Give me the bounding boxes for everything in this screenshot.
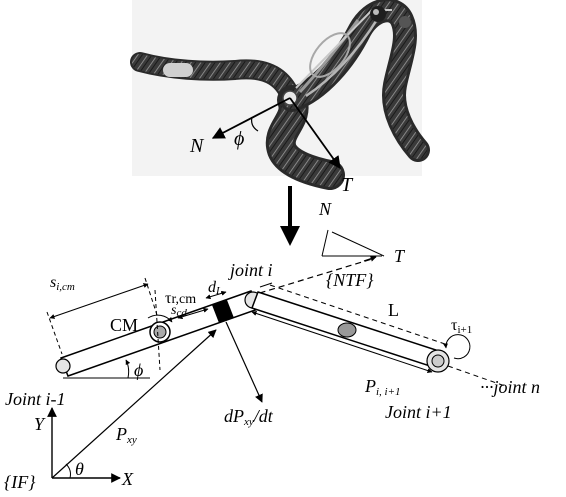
p-xy-vector	[51, 329, 217, 479]
phi-label: ϕ	[134, 360, 143, 380]
d-l-label: dL	[208, 279, 222, 297]
l-label: L	[388, 300, 399, 320]
photo-phi-label: ϕ	[234, 128, 244, 150]
joint-n-label: ···joint n	[480, 377, 540, 397]
tau-r-cm-label: τr,cm	[165, 290, 196, 307]
ntf-t-label: T	[394, 246, 406, 266]
s-cd-label: scd	[171, 303, 187, 319]
photo-t-label: T	[341, 174, 354, 196]
joint-i-minus-1-node	[55, 358, 71, 374]
cm-drop-line	[154, 289, 161, 371]
link-i-minus-1	[60, 290, 259, 377]
cm-label: CM	[110, 315, 138, 335]
ntf-frame-label: {NTF}	[326, 270, 374, 290]
snake-robot-photo	[130, 0, 430, 190]
ntf-n-label: N	[318, 199, 332, 219]
tau-i-plus-1-label: τi+1	[451, 317, 472, 336]
p-xy-label: Pxy	[115, 424, 137, 446]
s-cd-dimension	[177, 307, 209, 320]
s-i-cm-dimension	[46, 277, 158, 355]
ntf-frame	[249, 229, 385, 297]
photo-annotation	[211, 97, 341, 170]
p-i-i-plus-1-dimension	[251, 311, 433, 373]
tau-i-plus-1-arc	[443, 334, 471, 360]
p-i-i-plus-1-label: Pi, i+1	[364, 376, 401, 398]
phi-angle	[63, 359, 150, 379]
photo-n-label: N	[189, 135, 205, 157]
transition-arrow	[280, 186, 300, 246]
joint-i-label: joint i	[228, 260, 273, 280]
continuation-dashed-line	[447, 365, 506, 387]
link-i	[251, 291, 443, 369]
dpxy-dt-arrow	[225, 321, 263, 403]
theta-label: θ	[75, 459, 84, 479]
if-frame-label: {IF}	[4, 472, 36, 492]
d-l-dimension	[205, 290, 227, 300]
x-axis-label: X	[121, 469, 134, 489]
joint-i-plus-1-label: Joint i+1	[385, 402, 452, 422]
y-axis-label: Y	[34, 414, 46, 434]
inertial-frame-axes	[47, 407, 121, 483]
dpxy-dt-label: dPxy/dt	[224, 406, 274, 428]
joint-i-minus-1-label: Joint i-1	[5, 389, 66, 409]
s-i-cm-label: si,cm	[50, 274, 75, 293]
